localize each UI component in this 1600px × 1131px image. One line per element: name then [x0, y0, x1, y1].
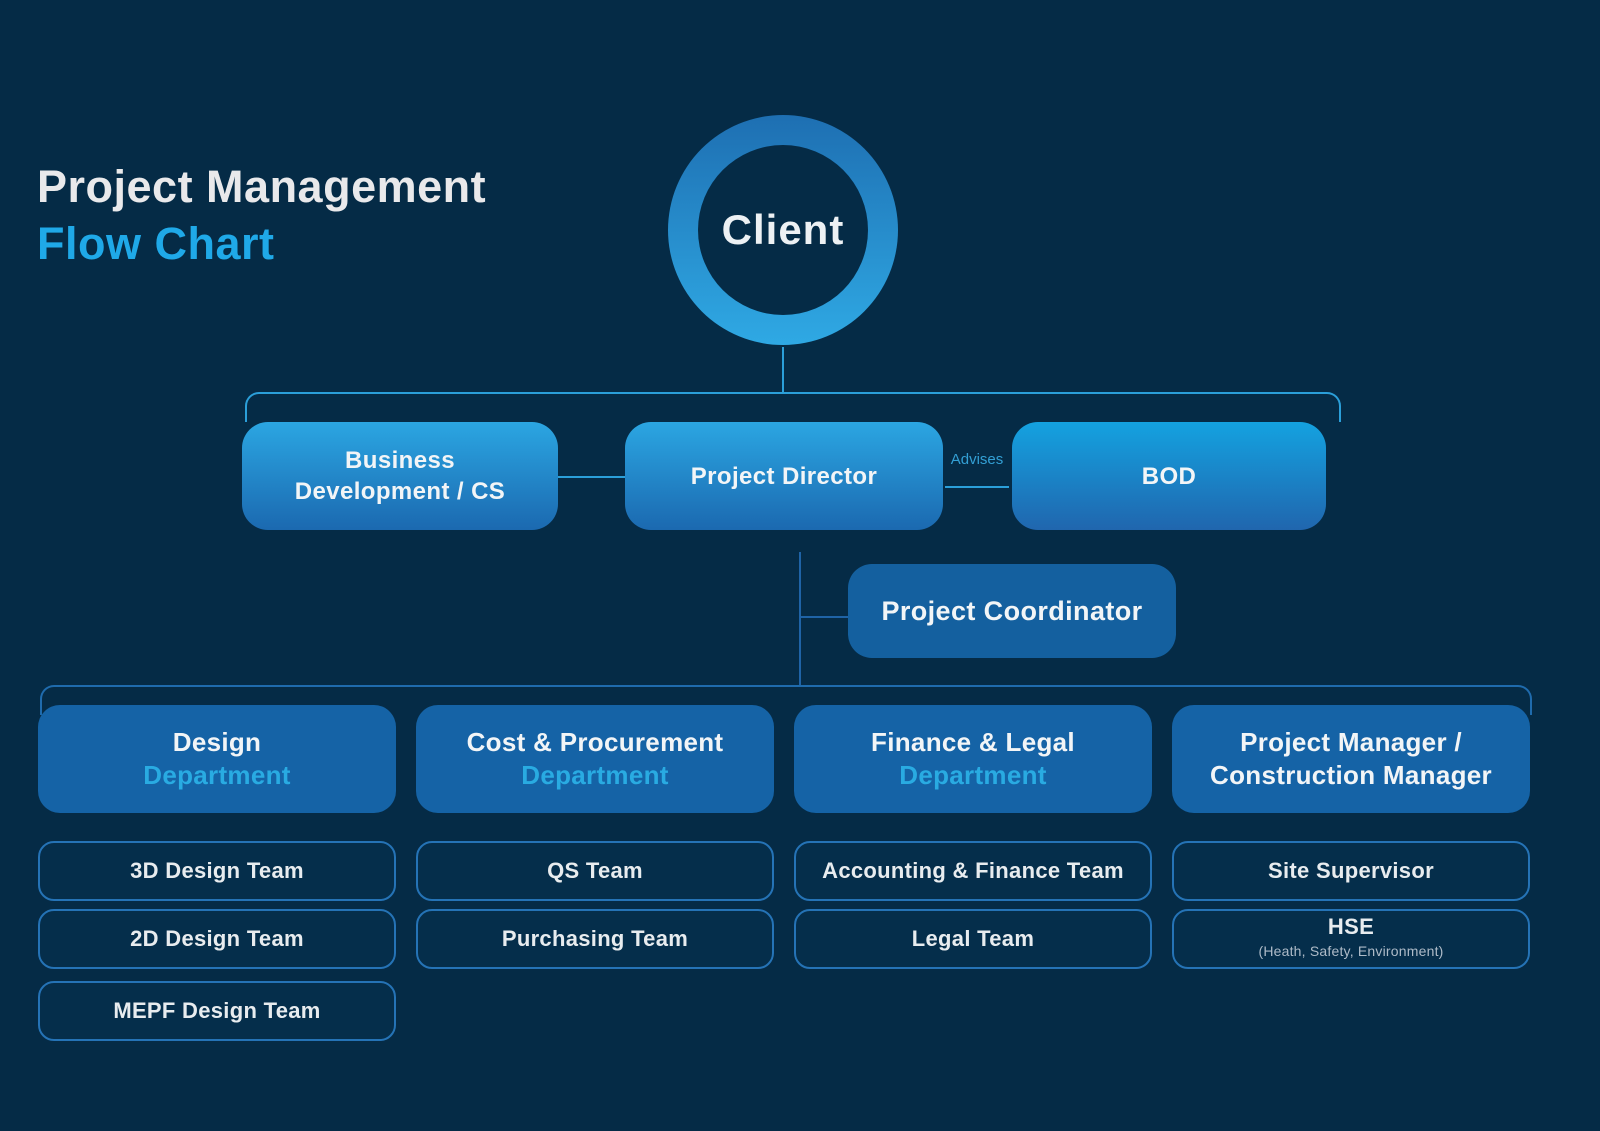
node-business-development: Business Development / CS: [242, 422, 558, 530]
team-label: Site Supervisor: [1268, 858, 1434, 883]
connector-top-bracket: [245, 392, 1341, 422]
team-label: Purchasing Team: [501, 926, 689, 951]
connector-director-stem: [799, 552, 801, 685]
department-header-finance-legal: Finance & Legal Department: [794, 705, 1152, 813]
team-box-legal: Legal Team: [794, 909, 1152, 969]
department-header-design: Design Department: [38, 705, 396, 813]
team-label: HSE: [1327, 914, 1375, 939]
title-line-1: Project Management: [37, 161, 487, 212]
department-name-line-2: Construction Manager: [1210, 760, 1492, 790]
team-box-mepf-design: MEPF Design Team: [38, 981, 396, 1041]
connector-bottom-bracket: [40, 685, 1532, 715]
project-coordinator-label: Project Coordinator: [881, 595, 1143, 626]
connector-bd-to-director: [558, 476, 625, 478]
department-word: Department: [899, 760, 1047, 790]
node-bod: BOD: [1012, 422, 1326, 530]
client-label: Client: [721, 206, 845, 253]
team-box-2d-design: 2D Design Team: [38, 909, 396, 969]
department-name: Finance & Legal: [871, 727, 1075, 757]
connector-client-stem: [782, 347, 784, 392]
department-word: Department: [143, 760, 291, 790]
team-label: 3D Design Team: [130, 858, 304, 883]
team-box-accounting-finance: Accounting & Finance Team: [794, 841, 1152, 901]
team-label: QS Team: [547, 858, 643, 883]
bod-label: BOD: [1141, 462, 1197, 490]
team-label: Accounting & Finance Team: [822, 858, 1124, 883]
department-name: Project Manager /: [1240, 727, 1462, 757]
team-sublabel: (Heath, Safety, Environment): [1258, 943, 1444, 959]
title-line-2: Flow Chart: [37, 218, 275, 269]
team-box-purchasing: Purchasing Team: [416, 909, 774, 969]
connector-director-to-bod: [945, 486, 1009, 488]
project-director-label: Project Director: [690, 462, 878, 490]
connector-coordinator-branch: [801, 616, 848, 618]
node-project-coordinator: Project Coordinator: [848, 564, 1176, 658]
advises-label: Advises: [950, 451, 1004, 468]
team-box-site-supervisor: Site Supervisor: [1172, 841, 1530, 901]
team-box-3d-design: 3D Design Team: [38, 841, 396, 901]
department-header-project-manager: Project Manager / Construction Manager: [1172, 705, 1530, 813]
team-label: 2D Design Team: [130, 926, 304, 951]
page-title: Project Management Flow Chart: [37, 158, 486, 272]
team-box-qs: QS Team: [416, 841, 774, 901]
team-box-hse: HSE (Heath, Safety, Environment): [1172, 909, 1530, 969]
team-label: Legal Team: [911, 926, 1035, 951]
department-name: Design: [172, 727, 262, 757]
department-header-cost-procurement: Cost & Procurement Department: [416, 705, 774, 813]
team-label: MEPF Design Team: [113, 998, 321, 1023]
client-node: Client: [668, 115, 898, 345]
department-word: Department: [521, 760, 669, 790]
business-development-line-1: Business: [345, 447, 455, 474]
business-development-line-2: Development / CS: [294, 478, 506, 505]
node-project-director: Project Director: [625, 422, 943, 530]
department-name: Cost & Procurement: [466, 727, 724, 757]
